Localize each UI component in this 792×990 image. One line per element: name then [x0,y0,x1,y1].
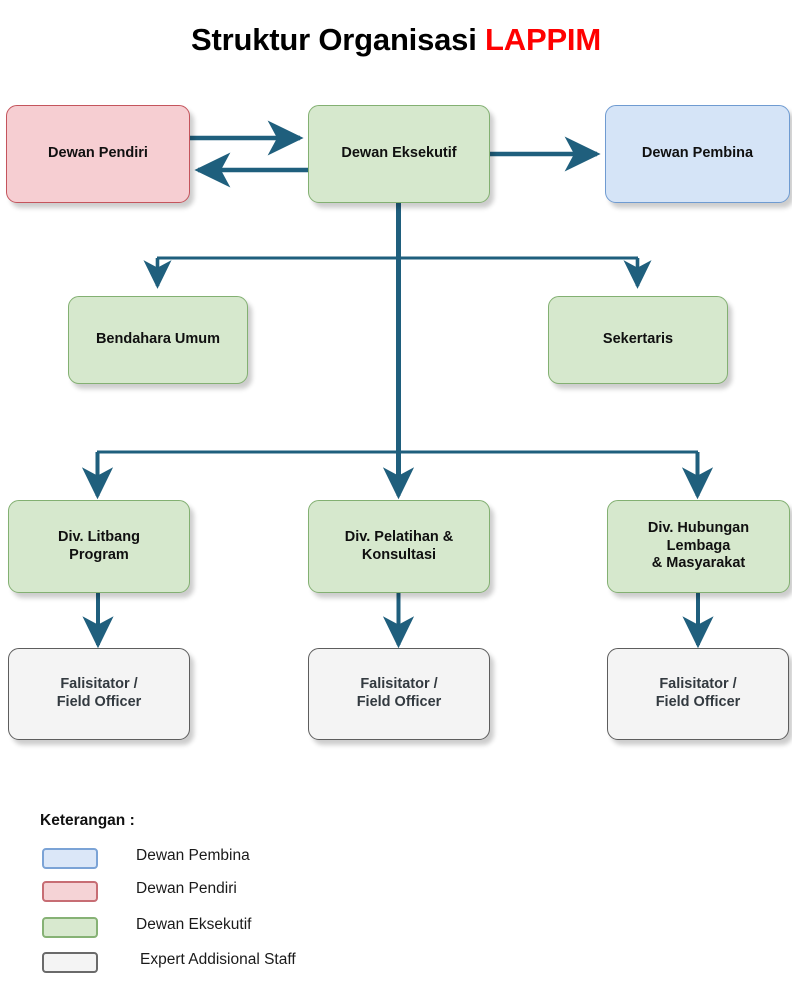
node-div-hubungan-line3: & Masyarakat [651,555,746,572]
node-bendahara-umum-label: Bendahara Umum [95,331,221,348]
node-fasilitator-1-line2: Field Officer [56,694,142,710]
node-fasilitator-field-officer-1[interactable]: Falisitator / Field Officer [8,648,190,740]
node-dewan-eksekutif[interactable]: Dewan Eksekutif [308,105,490,203]
legend-swatch-dewan-pendiri [42,881,98,902]
node-fasilitator-field-officer-2[interactable]: Falisitator / Field Officer [308,648,490,740]
node-div-litbang-line2: Program [69,546,129,563]
legend-label-dewan-eksekutif: Dewan Eksekutif [136,916,252,933]
node-fasilitator-2-line1: Falisitator / [360,676,438,693]
legend-label-dewan-pembina: Dewan Pembina [136,847,250,864]
node-div-hubungan-line2: Lembaga [666,537,731,554]
legend-swatch-dewan-eksekutif [42,917,98,938]
node-fasilitator-1-line1: Falisitator / [60,676,138,693]
node-div-hubungan-lembaga[interactable]: Div. Hubungan Lembaga & Masyarakat [607,500,790,593]
page-title-main: Struktur Organisasi [191,22,486,57]
node-div-pelatihan-konsultasi[interactable]: Div. Pelatihan & Konsultasi [308,500,490,593]
node-dewan-pembina[interactable]: Dewan Pembina [605,105,790,203]
node-fasilitator-2-line2: Field Officer [356,694,442,710]
node-bendahara-umum[interactable]: Bendahara Umum [68,296,248,384]
legend-label-expert-staff: Expert Addisional Staff [140,951,296,968]
node-fasilitator-3-line2: Field Officer [655,694,741,710]
node-div-hubungan-line1: Div. Hubungan [647,519,750,536]
legend-heading: Keterangan : [40,812,135,829]
node-fasilitator-field-officer-3[interactable]: Falisitator / Field Officer [607,648,789,740]
node-div-pelatihan-line2: Konsultasi [361,546,437,563]
page-title-accent: LAPPIM [485,22,601,57]
legend-label-dewan-pendiri: Dewan Pendiri [136,880,237,897]
legend-swatch-dewan-pembina [42,848,98,869]
node-fasilitator-3-line1: Falisitator / [659,676,737,693]
node-dewan-pendiri-label: Dewan Pendiri [48,145,148,162]
node-dewan-eksekutif-label: Dewan Eksekutif [341,145,457,162]
node-dewan-pembina-label: Dewan Pembina [641,145,754,162]
page-title: Struktur Organisasi LAPPIM [0,22,792,58]
node-sekertaris-label: Sekertaris [602,331,674,348]
node-sekertaris[interactable]: Sekertaris [548,296,728,384]
node-div-litbang-program[interactable]: Div. Litbang Program [8,500,190,593]
node-dewan-pendiri[interactable]: Dewan Pendiri [6,105,190,203]
node-div-pelatihan-line1: Div. Pelatihan & [344,528,454,545]
legend-swatch-expert-staff [42,952,98,973]
node-div-litbang-line1: Div. Litbang [58,528,140,545]
